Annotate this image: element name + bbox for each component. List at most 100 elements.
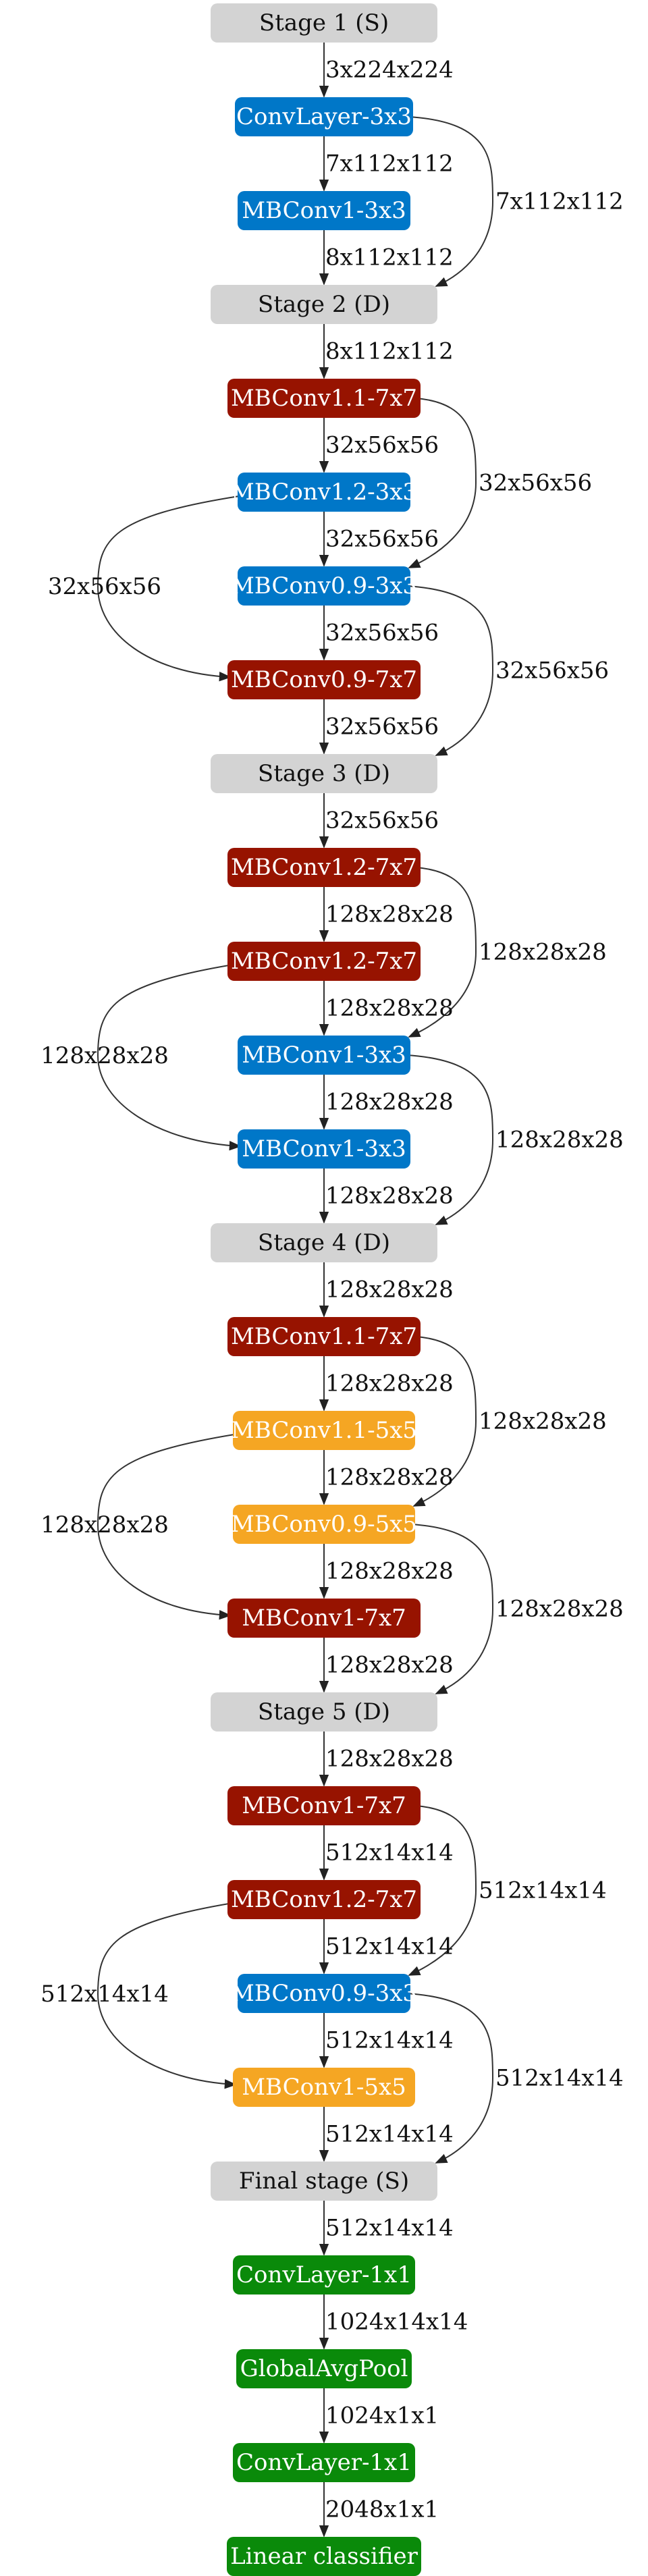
node-label-a4: MBConv0.9-7x7 [231, 666, 417, 693]
edge-label-c1-to-c3: 128x28x28 [479, 1408, 607, 1435]
edge-b3-to-s4 [406, 1054, 494, 1225]
node-label-a2: MBConv1.2-3x3 [231, 479, 417, 506]
node-s1: Stage 1 (S) [211, 3, 437, 43]
edge-conv-to-s2 [408, 116, 494, 287]
edge-label-conv-to-mb1: 7x112x112 [325, 151, 454, 178]
node-label-c2: MBConv1.1-5x5 [231, 1417, 417, 1444]
node-label-a1: MBConv1.1-7x7 [231, 385, 417, 412]
node-b4: MBConv1-3x3 [238, 1129, 410, 1169]
node-label-fs: Final stage (S) [239, 2168, 409, 2195]
edge-label-b1-to-b2: 128x28x28 [325, 901, 454, 928]
node-label-s5: Stage 5 (D) [258, 1698, 390, 1725]
edge-label-b4-to-s4: 128x28x28 [325, 1183, 454, 1210]
node-box-c1 [227, 1317, 421, 1356]
node-box-conv [235, 97, 413, 136]
node-box-a1 [227, 379, 421, 418]
node-box-b4 [238, 1129, 410, 1169]
edge-label-d3-to-d4: 512x14x14 [325, 2027, 454, 2054]
edge-label-c3-to-s5: 128x28x28 [495, 1596, 624, 1623]
node-box-a2 [238, 473, 410, 512]
node-d4: MBConv1-5x5 [233, 2068, 415, 2107]
edge-label-b1-to-b3: 128x28x28 [479, 939, 607, 966]
nodes-layer: Stage 1 (S)ConvLayer-3x3MBConv1-3x3Stage… [211, 3, 437, 2576]
node-box-a3 [238, 566, 410, 606]
node-box-s2 [211, 285, 437, 324]
edge-label-s3-to-b1: 32x56x56 [325, 807, 439, 834]
edge-label-d2-to-d3: 512x14x14 [325, 1933, 454, 1960]
edge-label-b3-to-b4: 128x28x28 [325, 1089, 454, 1116]
node-box-b3 [238, 1036, 410, 1075]
node-box-c3 [233, 1505, 415, 1544]
edge-b2-to-b4 [97, 965, 242, 1151]
node-box-c2 [233, 1411, 415, 1450]
node-c1: MBConv1.1-7x7 [227, 1317, 421, 1356]
node-h4: Linear classifier [227, 2537, 421, 2576]
edge-label-c2-to-c3: 128x28x28 [325, 1464, 454, 1491]
node-label-h2: GlobalAvgPool [240, 2355, 408, 2382]
node-b2: MBConv1.2-7x7 [227, 942, 421, 981]
node-s3: Stage 3 (D) [211, 754, 437, 793]
node-label-c1: MBConv1.1-7x7 [231, 1323, 417, 1350]
edge-d3-to-fs [406, 1993, 494, 2164]
node-label-b3: MBConv1-3x3 [242, 1042, 406, 1069]
node-a1: MBConv1.1-7x7 [227, 379, 421, 418]
edge-label-s2-to-a1: 8x112x112 [325, 338, 454, 365]
node-box-b1 [227, 848, 421, 887]
edge-label-a4-to-s3: 32x56x56 [325, 714, 439, 741]
edge-a3-to-s3 [406, 585, 494, 756]
node-a3: MBConv0.9-3x3 [231, 566, 417, 606]
node-box-s3 [211, 754, 437, 793]
node-box-h2 [236, 2349, 412, 2388]
edge-c2-to-c4 [97, 1434, 235, 1620]
node-d2: MBConv1.2-7x7 [227, 1880, 421, 1919]
node-d1: MBConv1-7x7 [227, 1786, 421, 1825]
edge-label-s5-to-d1: 128x28x28 [325, 1746, 454, 1773]
edge-label-a2-to-a3: 32x56x56 [325, 526, 439, 553]
edge-label-h1-to-h2: 1024x14x14 [325, 2309, 468, 2336]
node-box-a4 [227, 660, 421, 699]
node-label-b2: MBConv1.2-7x7 [231, 948, 417, 975]
node-h2: GlobalAvgPool [236, 2349, 412, 2388]
node-box-h3 [233, 2443, 415, 2482]
node-conv: ConvLayer-3x3 [235, 97, 413, 136]
node-box-d1 [227, 1786, 421, 1825]
node-a2: MBConv1.2-3x3 [231, 473, 417, 512]
node-label-a3: MBConv0.9-3x3 [231, 572, 417, 599]
edge-label-a2-to-a4: 32x56x56 [48, 573, 161, 600]
edge-label-s1-to-conv: 3x224x224 [325, 57, 454, 84]
node-label-d4: MBConv1-5x5 [242, 2074, 406, 2101]
edge-d1-to-d3 [408, 1805, 477, 1976]
edge-a2-to-a4 [97, 495, 240, 682]
edge-label-a1-to-a2: 32x56x56 [325, 432, 439, 459]
node-label-b1: MBConv1.2-7x7 [231, 854, 417, 881]
node-label-h4: Linear classifier [230, 2543, 418, 2570]
edge-c1-to-c3 [412, 1336, 477, 1507]
edge-label-a3-to-a4: 32x56x56 [325, 620, 439, 647]
node-label-s3: Stage 3 (D) [258, 760, 390, 787]
edge-label-a3-to-s3: 32x56x56 [495, 658, 609, 685]
edge-label-d1-to-d3: 512x14x14 [479, 1877, 607, 1904]
node-box-d4 [233, 2068, 415, 2107]
edge-label-b2-to-b4: 128x28x28 [40, 1042, 169, 1069]
edge-b1-to-b3 [408, 867, 477, 1038]
edge-label-fs-to-h1: 512x14x14 [325, 2215, 454, 2242]
node-box-c4 [227, 1599, 421, 1638]
node-box-mb1 [238, 191, 410, 230]
edge-label-mb1-to-s2: 8x112x112 [325, 244, 454, 271]
edges-layer [97, 43, 494, 2538]
node-box-h1 [233, 2255, 415, 2295]
node-c3: MBConv0.9-5x5 [231, 1505, 417, 1544]
node-mb1: MBConv1-3x3 [238, 191, 410, 230]
node-b3: MBConv1-3x3 [238, 1036, 410, 1075]
node-label-s2: Stage 2 (D) [258, 291, 390, 318]
edge-labels-layer: 3x224x2247x112x1127x112x1128x112x1128x11… [40, 57, 624, 2523]
node-a4: MBConv0.9-7x7 [227, 660, 421, 699]
node-d3: MBConv0.9-3x3 [231, 1974, 417, 2013]
node-c2: MBConv1.1-5x5 [231, 1411, 417, 1450]
node-label-s4: Stage 4 (D) [258, 1229, 390, 1256]
node-box-s1 [211, 3, 437, 43]
edge-label-b2-to-b3: 128x28x28 [325, 995, 454, 1022]
edge-c3-to-s5 [410, 1524, 494, 1694]
edge-label-d1-to-d2: 512x14x14 [325, 1840, 454, 1867]
node-label-conv: ConvLayer-3x3 [236, 103, 412, 130]
